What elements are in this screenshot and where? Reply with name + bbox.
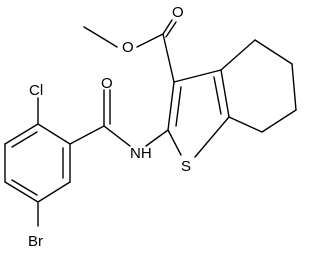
bond-nh-camide xyxy=(103,125,131,147)
bond-c2-s xyxy=(167,129,182,156)
bond-o-carbonyl-c xyxy=(136,33,164,48)
atom-s: S xyxy=(181,158,191,175)
bond-ar2-ar3 xyxy=(4,123,39,145)
bond-ethyl-ch3 xyxy=(83,26,105,40)
structure-svg: O O Cl O NH S Br xyxy=(4,4,297,250)
atom-br: Br xyxy=(28,233,43,250)
bond-ethyl-ch2-o xyxy=(103,38,118,48)
bond-c3-c3a xyxy=(173,69,222,83)
bond-c6-c7 xyxy=(261,109,297,133)
bond-c2-nh xyxy=(145,129,169,147)
bond-camide-aryl xyxy=(69,125,105,145)
atom-o-carbonyl: O xyxy=(172,4,184,21)
bond-c3-c2 xyxy=(167,81,175,131)
bond-c3a-c7a-double xyxy=(213,76,222,115)
bond-c3-c2-double xyxy=(175,86,182,127)
bond-c4-c5 xyxy=(254,39,293,65)
bond-ar1-ar2 xyxy=(37,123,71,145)
bond-ar5-ar6 xyxy=(37,181,71,203)
atom-nh: NH xyxy=(130,145,152,162)
bond-ar4-ar5-double xyxy=(11,179,38,196)
atom-o-amide: O xyxy=(101,75,113,92)
bond-ar4-ar5 xyxy=(4,181,39,203)
atom-o-ester: O xyxy=(122,39,134,56)
bond-s-c7a xyxy=(194,116,230,158)
bond-c-o-double-2 xyxy=(165,21,177,38)
bond-carbonyl-c3 xyxy=(162,33,175,83)
atom-cl: Cl xyxy=(29,82,43,99)
bond-c3a-c7a xyxy=(220,69,230,118)
bond-ar2-ar3-double xyxy=(11,131,38,148)
bond-c5-c6 xyxy=(291,63,297,111)
bond-c7-c7a xyxy=(228,116,263,133)
bond-c-o-double-1 xyxy=(162,19,173,35)
molecule-diagram: O O Cl O NH S Br xyxy=(4,4,297,250)
bond-c3a-c4 xyxy=(220,39,256,71)
